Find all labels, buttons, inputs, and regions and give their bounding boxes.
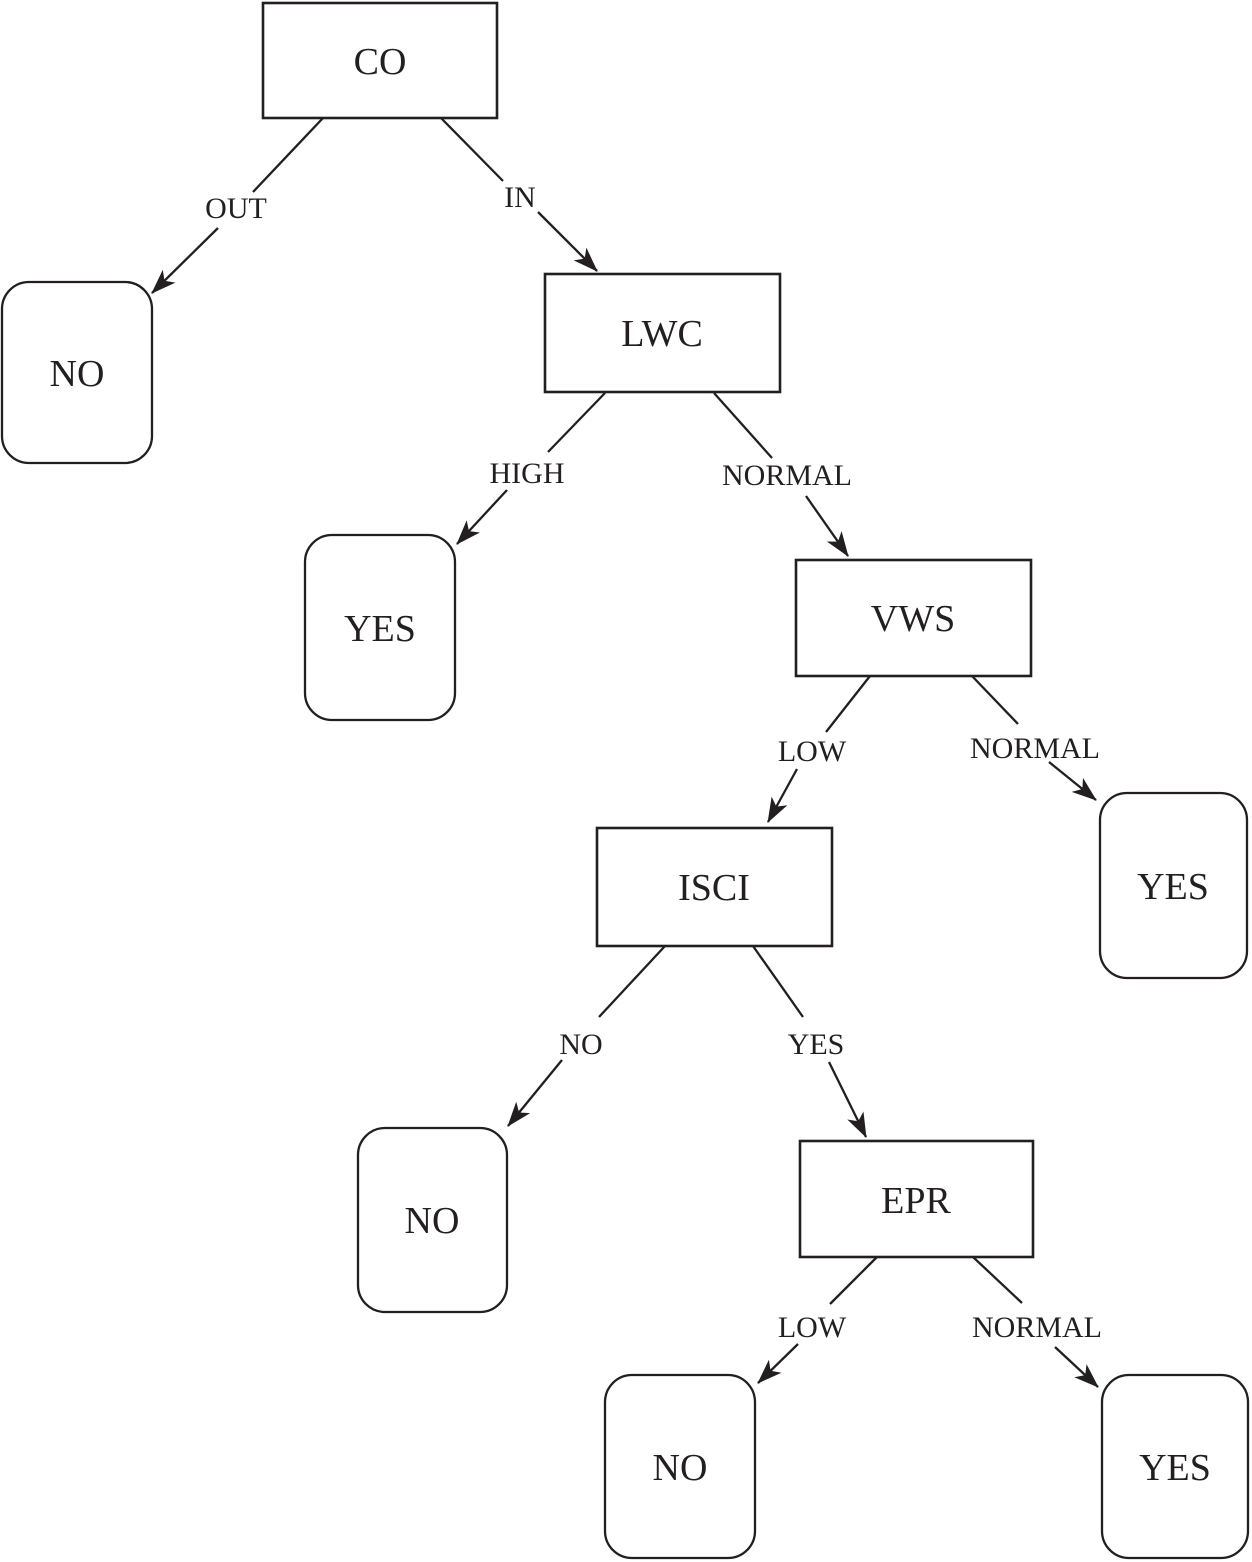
leaf-node-yes-2-label: YES bbox=[1137, 866, 1209, 908]
leaf-node-yes-1-box bbox=[303, 533, 457, 722]
edge-co-in-segment-2 bbox=[537, 211, 598, 272]
edge-vws-low-segment-2 bbox=[766, 768, 799, 823]
edge-co-in: IN bbox=[440, 117, 598, 272]
edge-label-normal-epr: NORMAL bbox=[972, 1311, 1102, 1344]
leaf-node-yes-1: YES bbox=[303, 533, 457, 722]
edge-label-low-epr: LOW bbox=[778, 1311, 847, 1344]
decision-node-lwc: LWC bbox=[543, 272, 782, 394]
edge-label-yes: YES bbox=[788, 1028, 845, 1061]
leaf-node-yes-3-label: YES bbox=[1139, 1447, 1211, 1489]
edge-isci-no-segment-1 bbox=[598, 945, 666, 1018]
decision-node-vws-box bbox=[794, 558, 1033, 678]
leaf-node-no-2-label: NO bbox=[405, 1200, 460, 1242]
decision-node-vws: VWS bbox=[794, 558, 1033, 678]
edge-lwc-normal-segment-2 bbox=[805, 495, 849, 557]
edge-label-no: NO bbox=[559, 1028, 602, 1061]
decision-node-vws-label: VWS bbox=[871, 598, 955, 640]
edge-isci-yes-segment-1 bbox=[752, 945, 804, 1018]
leaf-node-no-2-box bbox=[356, 1126, 509, 1314]
decision-node-epr-label: EPR bbox=[881, 1180, 951, 1222]
edge-label-in: IN bbox=[504, 181, 536, 214]
edge-lwc-normal: NORMAL bbox=[713, 392, 852, 557]
edge-lwc-high: HIGH bbox=[456, 392, 606, 545]
edge-lwc-high-segment-2 bbox=[456, 489, 508, 545]
leaf-node-no-3-label: NO bbox=[653, 1447, 708, 1489]
leaf-node-no-2: NO bbox=[356, 1126, 509, 1314]
edge-co-out: OUT bbox=[151, 117, 324, 294]
leaf-node-yes-1-label: YES bbox=[344, 608, 416, 650]
edge-epr-low: LOW bbox=[757, 1256, 878, 1384]
edge-co-out-segment-1 bbox=[252, 117, 324, 193]
edge-lwc-normal-segment-1 bbox=[713, 392, 773, 459]
edge-label-high: HIGH bbox=[490, 457, 565, 490]
edge-epr-low-segment-2 bbox=[757, 1343, 799, 1384]
edge-vws-normal-segment-2 bbox=[1048, 761, 1097, 801]
decision-node-isci-box bbox=[595, 826, 834, 948]
leaf-node-yes-3-box bbox=[1100, 1373, 1250, 1560]
decision-node-isci: ISCI bbox=[595, 826, 834, 948]
decision-node-lwc-box bbox=[543, 272, 782, 394]
decision-node-lwc-label: LWC bbox=[621, 313, 703, 355]
decision-node-co: CO bbox=[261, 1, 499, 120]
edge-co-in-segment-1 bbox=[440, 117, 504, 182]
decision-node-co-box bbox=[261, 1, 499, 120]
leaf-node-no-3-box bbox=[603, 1373, 757, 1560]
decision-node-co-label: CO bbox=[354, 41, 407, 83]
edge-epr-normal-segment-1 bbox=[972, 1256, 1023, 1304]
edge-vws-normal: NORMAL bbox=[970, 675, 1100, 801]
leaf-node-no-1-box bbox=[0, 280, 154, 465]
leaf-node-yes-2-box bbox=[1098, 791, 1249, 980]
edge-isci-no-segment-2 bbox=[507, 1059, 563, 1127]
edge-lwc-high-segment-1 bbox=[547, 392, 606, 453]
decision-node-epr-box bbox=[798, 1139, 1035, 1259]
edge-co-out-segment-2 bbox=[151, 227, 219, 294]
leaf-node-yes-3: YES bbox=[1100, 1373, 1250, 1560]
edge-label-normal-vws: NORMAL bbox=[970, 732, 1100, 765]
leaf-node-no-3: NO bbox=[603, 1373, 757, 1560]
leaf-node-yes-2: YES bbox=[1098, 791, 1249, 980]
decision-node-epr: EPR bbox=[798, 1139, 1035, 1259]
edge-label-out: OUT bbox=[205, 192, 267, 225]
edge-vws-low: LOW bbox=[766, 675, 871, 823]
edge-label-normal-lwc: NORMAL bbox=[722, 459, 852, 492]
leaf-node-no-1: NO bbox=[0, 280, 154, 465]
decision-node-isci-label: ISCI bbox=[678, 867, 750, 909]
edge-vws-normal-segment-1 bbox=[971, 675, 1019, 725]
edge-isci-no: NO bbox=[507, 945, 666, 1127]
edge-vws-low-segment-1 bbox=[825, 675, 871, 733]
leaf-node-no-1-label: NO bbox=[50, 353, 105, 395]
edge-epr-low-segment-1 bbox=[829, 1256, 878, 1305]
edge-isci-yes: YES bbox=[752, 945, 868, 1138]
edge-epr-normal: NORMAL bbox=[972, 1256, 1102, 1388]
edge-isci-yes-segment-2 bbox=[827, 1061, 868, 1138]
edge-epr-normal-segment-2 bbox=[1054, 1346, 1099, 1388]
edge-label-low-vws: LOW bbox=[778, 735, 847, 768]
